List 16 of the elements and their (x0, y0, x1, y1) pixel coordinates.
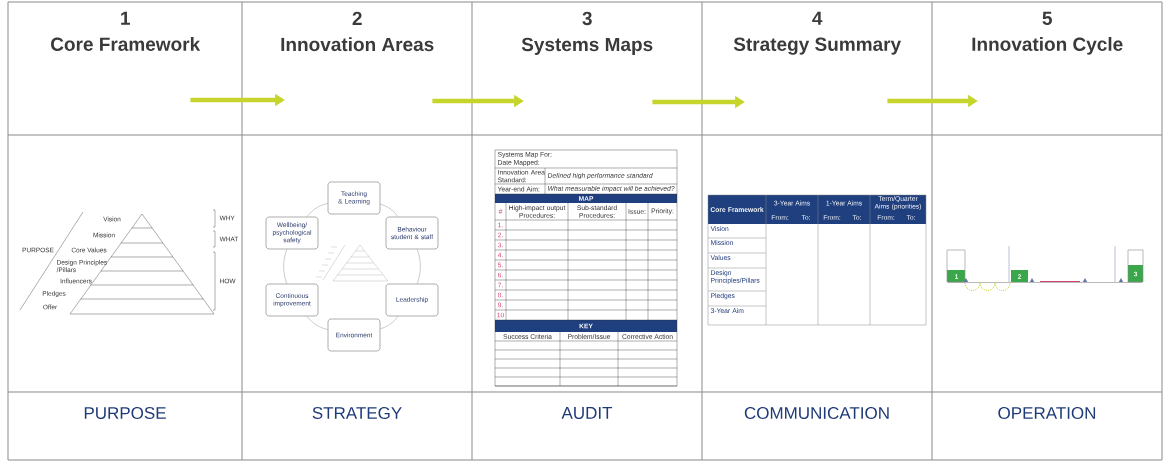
ring-connector (379, 203, 399, 218)
column-header: 4 Strategy Summary (733, 11, 901, 55)
column-header: 2 Innovation Areas (281, 11, 434, 52)
ring-connector (306, 315, 329, 330)
column-label: PURPOSE (84, 406, 166, 419)
ring-connector (379, 315, 399, 330)
column-label: COMMUNICATION (744, 406, 889, 419)
column-header: 5 Innovation Cycle (972, 11, 1123, 55)
column-label: STRATEGY (312, 406, 402, 419)
ring-connector (306, 203, 329, 218)
ring-connector (417, 248, 421, 285)
column-header: 3 Systems Maps (521, 11, 653, 55)
column-header: 1 Core Framework (51, 11, 201, 51)
ring-connector (283, 248, 288, 285)
column-label: AUDIT (561, 407, 613, 419)
column-label: OPERATION (998, 406, 1096, 419)
